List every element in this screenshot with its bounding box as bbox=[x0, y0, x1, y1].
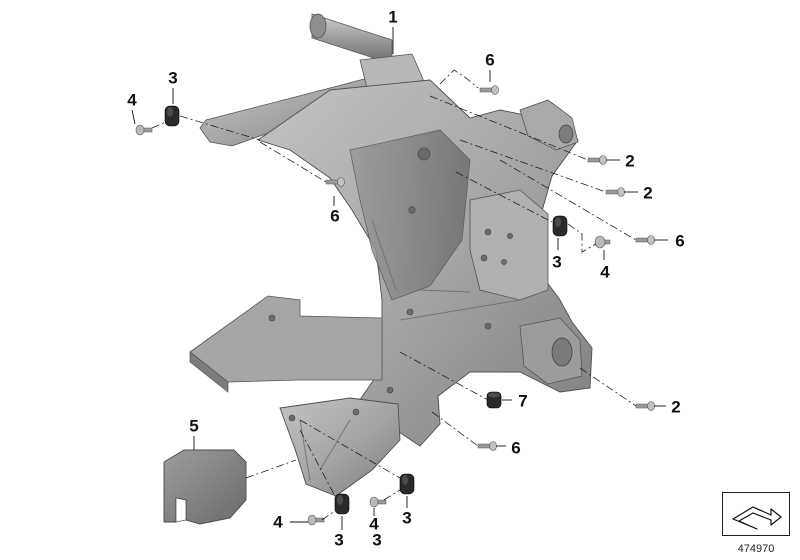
bolt-2c bbox=[635, 401, 655, 411]
frame-lower-bracket bbox=[279, 397, 401, 497]
callout-4c: 4 bbox=[273, 512, 283, 532]
bolt-6d bbox=[477, 441, 497, 451]
orientation-symbol-box bbox=[722, 492, 790, 536]
screw-4a bbox=[135, 124, 153, 136]
grommet-7 bbox=[486, 391, 502, 409]
main-frame bbox=[189, 13, 593, 497]
callout-6d: 6 bbox=[511, 438, 521, 458]
screw-4d bbox=[369, 496, 387, 508]
callout-1: 1 bbox=[388, 7, 398, 27]
callout-3c: 3 bbox=[334, 530, 344, 550]
rubber-buffer-3b bbox=[552, 215, 568, 237]
screw-4c bbox=[307, 514, 325, 526]
bolt-6a bbox=[479, 85, 499, 95]
leader-lines bbox=[131, 27, 668, 530]
rubber-buffer-3d bbox=[399, 473, 415, 495]
callout-6c: 6 bbox=[675, 231, 685, 251]
rubber-buffer-3a bbox=[164, 105, 180, 127]
callout-4b: 4 bbox=[600, 262, 610, 282]
rubber-buffer-3c bbox=[334, 493, 350, 515]
callout-6b: 6 bbox=[330, 206, 340, 226]
callout-2c: 2 bbox=[671, 397, 681, 417]
callout-2a: 2 bbox=[625, 151, 635, 171]
callout-3d: 3 bbox=[372, 530, 382, 550]
bolt-2b bbox=[605, 187, 625, 197]
bolt-2a bbox=[587, 155, 607, 165]
cover-part bbox=[163, 449, 247, 525]
callout-5: 5 bbox=[189, 416, 199, 436]
frame-cover-recess bbox=[349, 129, 471, 301]
callout-2b: 2 bbox=[643, 183, 653, 203]
bolt-6c bbox=[635, 235, 655, 245]
callout-3e: 3 bbox=[402, 508, 412, 528]
callout-6a: 6 bbox=[485, 50, 495, 70]
assembly-lines bbox=[151, 69, 637, 521]
callout-3a: 3 bbox=[168, 68, 178, 88]
frame-floor-plate bbox=[189, 295, 383, 383]
callout-4d: 4 bbox=[369, 514, 379, 534]
callout-3b: 3 bbox=[552, 252, 562, 272]
frame-right-boss bbox=[519, 317, 583, 385]
callout-7: 7 bbox=[518, 391, 528, 411]
diagram-number: 474970 bbox=[737, 543, 775, 555]
screw-4b bbox=[594, 235, 611, 249]
callout-4a: 4 bbox=[127, 90, 137, 110]
orientation-arrow-icon bbox=[732, 506, 782, 530]
frame-right-plate bbox=[469, 189, 549, 301]
bolt-6b bbox=[325, 177, 345, 187]
